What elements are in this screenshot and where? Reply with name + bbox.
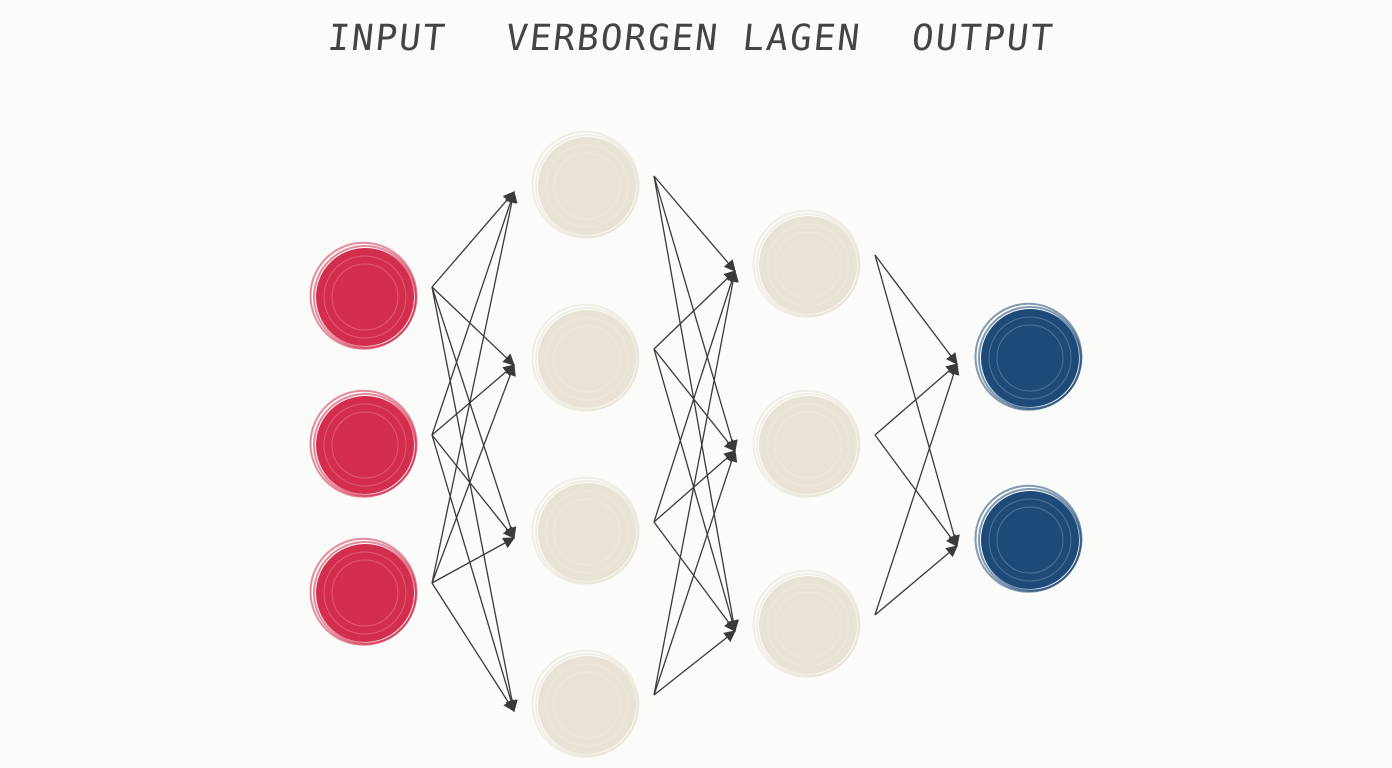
- input-node: [309, 389, 418, 498]
- connection-arrow: [653, 450, 736, 523]
- connection-arrow: [431, 434, 517, 713]
- connection-arrow: [431, 286, 515, 366]
- connection-arrow: [874, 545, 958, 616]
- connection-arrow: [653, 348, 738, 633]
- connection-arrow: [653, 449, 738, 696]
- connection-arrow: [431, 190, 518, 584]
- connection-arrow: [431, 190, 517, 436]
- input-node: [309, 537, 418, 646]
- connection-arrow: [653, 348, 736, 452]
- connection-arrow: [653, 175, 738, 453]
- connection-arrow: [431, 286, 518, 713]
- connection-arrow: [653, 521, 736, 632]
- connection-arrow: [874, 254, 958, 365]
- hidden-2-node: [752, 389, 861, 498]
- connection-arrow: [653, 175, 739, 633]
- connection-arrow: [653, 269, 739, 696]
- hidden-2-node: [752, 209, 861, 318]
- connection-arrow: [431, 582, 515, 712]
- connection-arrow: [653, 269, 738, 523]
- connection-arrow: [653, 175, 736, 272]
- connection-arrow: [653, 630, 736, 696]
- connection-arrow: [874, 254, 960, 548]
- connection-arrow: [653, 270, 736, 350]
- connection-arrow: [431, 363, 516, 584]
- hidden-2-node: [752, 569, 861, 678]
- hidden-1-node: [531, 303, 640, 412]
- connection-arrow: [431, 434, 515, 539]
- output-node: [974, 484, 1083, 593]
- connection-arrow: [874, 362, 960, 616]
- connection-arrow: [431, 537, 516, 584]
- hidden-1-node: [531, 476, 640, 585]
- connection-arrow: [431, 191, 515, 288]
- hidden-1-node: [531, 649, 640, 758]
- connection-arrow: [874, 363, 958, 436]
- input-node: [309, 241, 418, 350]
- connection-arrow: [431, 364, 515, 436]
- connection-arrow: [431, 286, 517, 540]
- hidden-1-node: [531, 130, 640, 239]
- output-node: [974, 302, 1083, 411]
